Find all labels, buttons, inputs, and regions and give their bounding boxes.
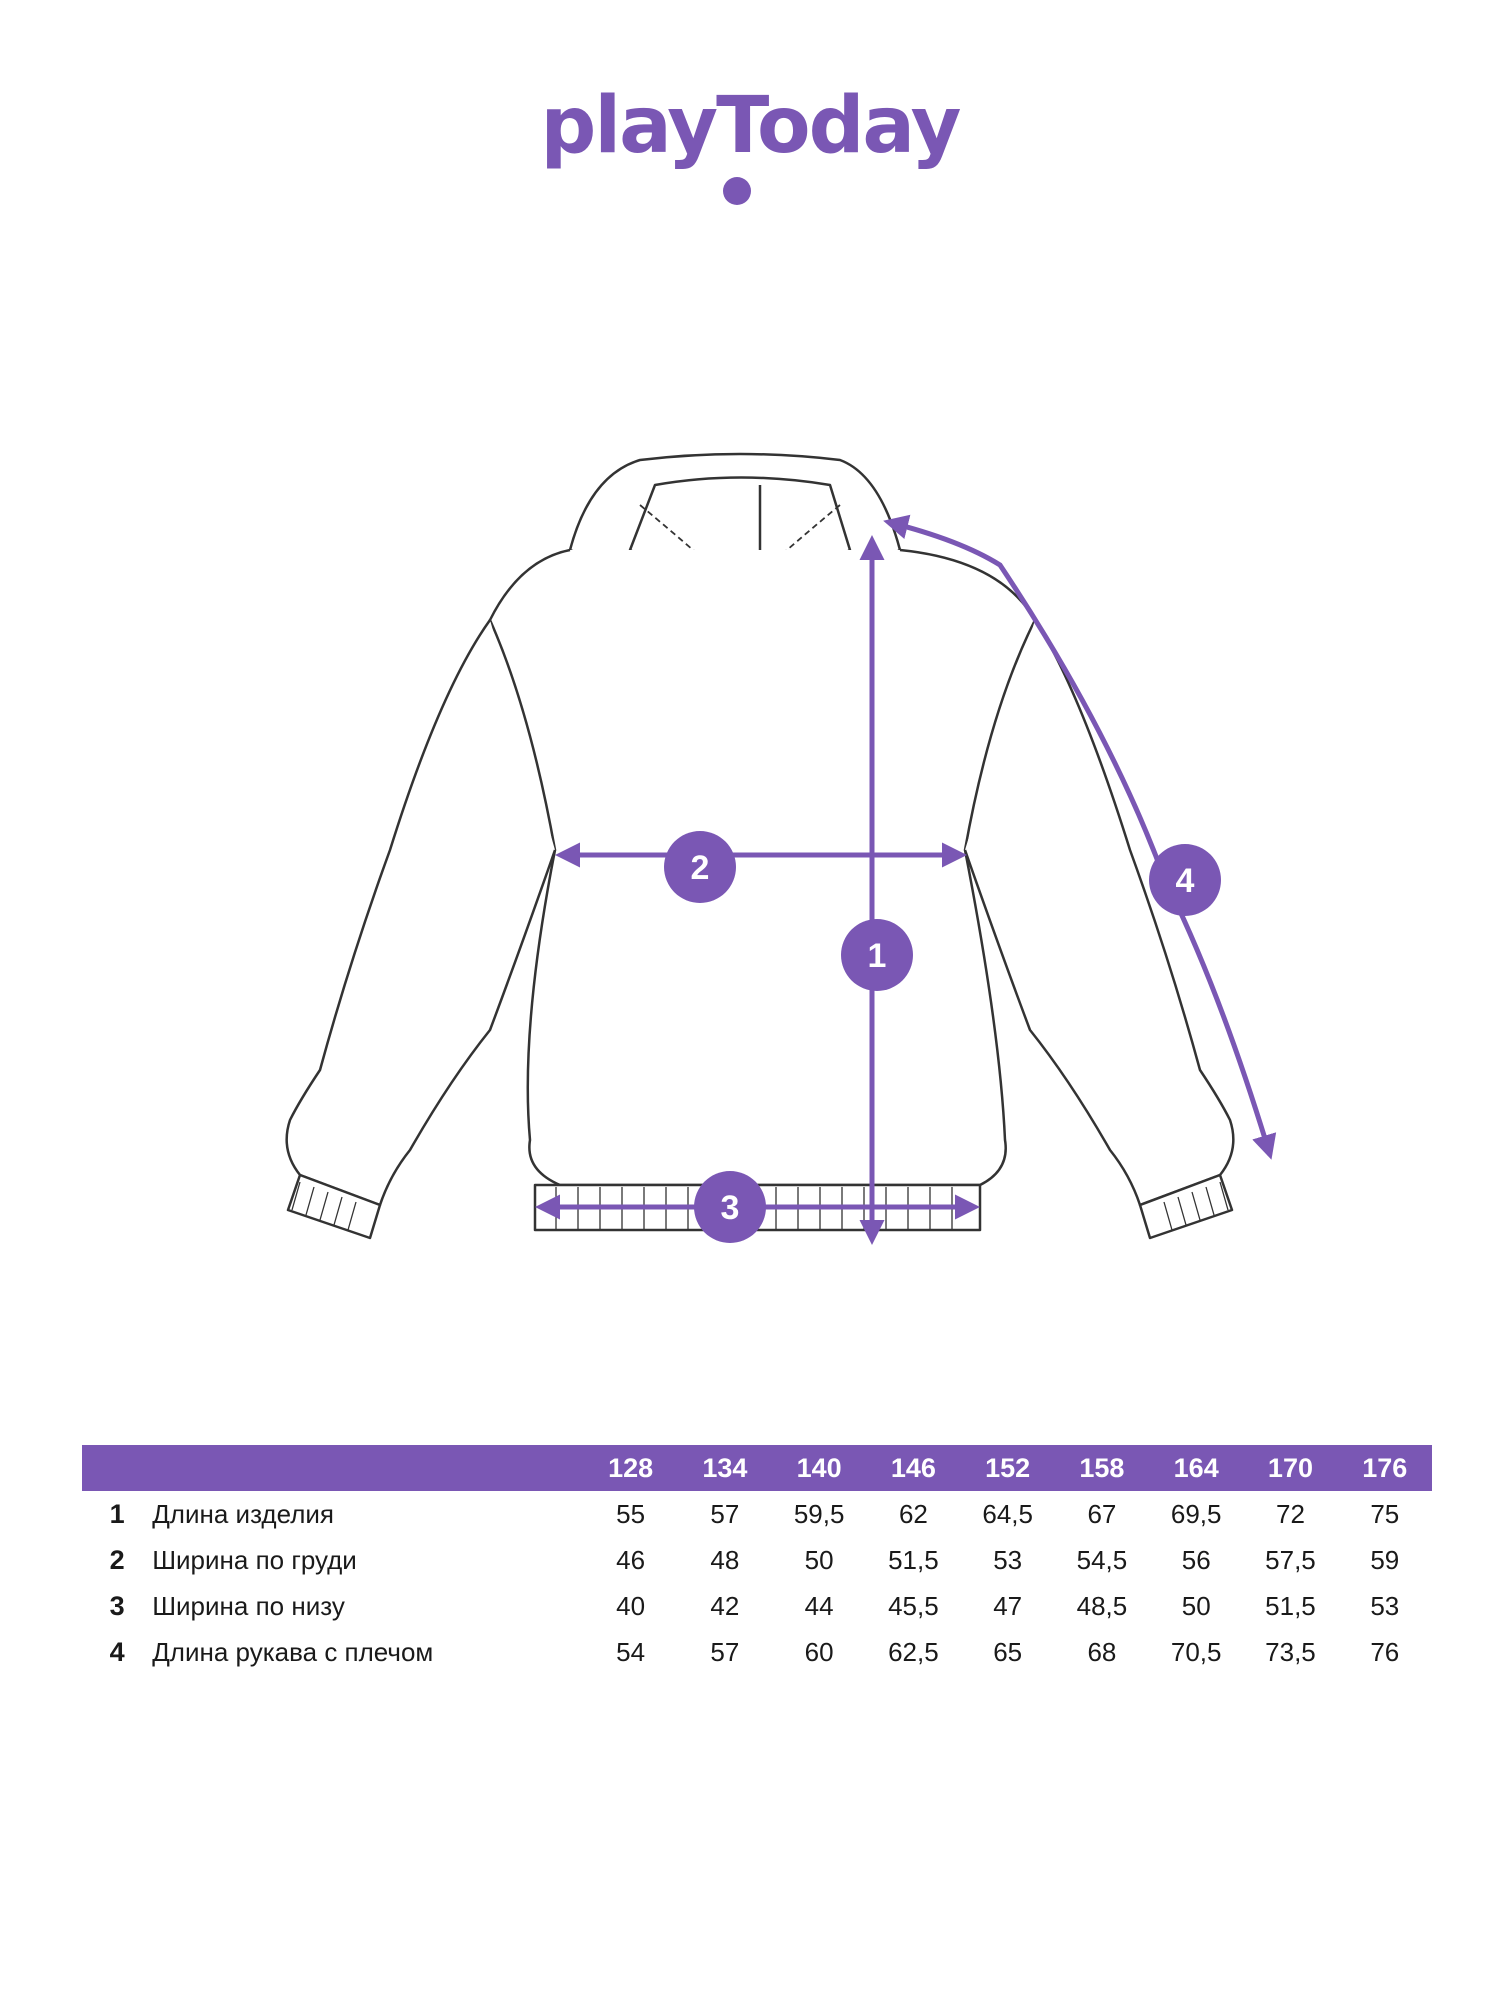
table-cell: 54,5 (1076, 1544, 1128, 1575)
size-header: 134 (677, 1445, 772, 1491)
table-row: 1 Длина изделия 55 57 59,5 62 64,5 67 69… (82, 1491, 1432, 1537)
table-cell: 57,5 (1265, 1544, 1316, 1575)
row-number: 3 (109, 1590, 125, 1621)
table-cell: 62 (898, 1498, 928, 1529)
size-header: 128 (583, 1445, 678, 1491)
table-cell: 57 (710, 1636, 740, 1667)
measure-line-4 (883, 514, 1277, 1160)
table-cell: 40 (616, 1590, 646, 1621)
table-cell: 60 (804, 1636, 834, 1667)
size-header: 140 (772, 1445, 867, 1491)
brand-logo-text: playToday (541, 90, 961, 171)
table-cell: 70,5 (1170, 1636, 1222, 1667)
table-cell: 76 (1370, 1636, 1400, 1667)
row-label: Ширина по груди (152, 1544, 357, 1575)
table-row: 2 Ширина по груди 46 48 50 51,5 53 54,5 … (82, 1537, 1432, 1583)
table-cell: 48 (710, 1544, 740, 1575)
svg-text:4: 4 (1176, 862, 1195, 900)
hoodie-measurement-diagram: 1 2 3 4 (285, 452, 1277, 1245)
marker-1: 1 (841, 919, 913, 991)
table-cell: 46 (616, 1544, 646, 1575)
size-header: 176 (1337, 1445, 1432, 1491)
row-number: 4 (109, 1636, 125, 1667)
marker-4: 4 (1149, 844, 1221, 916)
brand-logo-dot (723, 177, 751, 205)
table-cell: 65 (993, 1636, 1023, 1667)
table-cell: 54 (616, 1636, 646, 1667)
size-header: 158 (1054, 1445, 1150, 1491)
table-cell: 59 (1370, 1544, 1400, 1575)
table-cell: 62,5 (888, 1636, 939, 1667)
svg-text:2: 2 (691, 849, 710, 887)
table-cell: 45,5 (888, 1590, 939, 1621)
table-cell: 42 (710, 1590, 740, 1621)
table-cell: 50 (1181, 1590, 1211, 1621)
table-cell: 50 (804, 1544, 834, 1575)
table-cell: 55 (616, 1498, 646, 1529)
table-cell: 51,5 (888, 1544, 939, 1575)
measurement-lines (535, 514, 1277, 1245)
table-cell: 68 (1087, 1636, 1117, 1667)
table-row: 3 Ширина по низу 40 42 44 45,5 47 48,5 5… (82, 1583, 1432, 1629)
marker-3: 3 (694, 1171, 766, 1243)
table-cell: 69,5 (1170, 1498, 1222, 1529)
table-cell: 75 (1370, 1498, 1400, 1529)
table-cell: 47 (993, 1590, 1023, 1621)
row-number: 2 (109, 1544, 125, 1575)
row-label: Длина рукава с плечом (152, 1636, 434, 1667)
row-label: Длина изделия (152, 1498, 334, 1529)
measurement-markers: 1 2 3 4 (664, 831, 1221, 1243)
table-cell: 57 (710, 1498, 740, 1529)
size-header: 146 (866, 1445, 961, 1491)
table-cell: 59,5 (793, 1498, 845, 1529)
table-cell: 44 (804, 1590, 834, 1621)
svg-text:1: 1 (868, 937, 887, 975)
brand-logo: playToday (541, 90, 963, 205)
svg-text:3: 3 (721, 1189, 740, 1227)
row-number: 1 (109, 1498, 125, 1529)
marker-2: 2 (664, 831, 736, 903)
size-table: 128 134 140 146 152 158 164 170 176 1 Дл… (82, 1445, 1432, 1675)
table-cell: 53 (993, 1544, 1023, 1575)
size-header: 170 (1243, 1445, 1338, 1491)
table-cell: 73,5 (1265, 1636, 1316, 1667)
table-row: 4 Длина рукава с плечом 54 57 60 62,5 65… (82, 1629, 1432, 1675)
row-label: Ширина по низу (152, 1590, 345, 1621)
table-cell: 56 (1181, 1544, 1211, 1575)
size-header-row: 128 134 140 146 152 158 164 170 176 (82, 1445, 1432, 1491)
table-cell: 53 (1370, 1590, 1400, 1621)
table-cell: 67 (1087, 1498, 1117, 1529)
size-header: 152 (960, 1445, 1055, 1491)
table-cell: 51,5 (1265, 1590, 1316, 1621)
table-cell: 72 (1276, 1498, 1305, 1529)
table-cell: 48,5 (1076, 1590, 1128, 1621)
size-header: 164 (1149, 1445, 1244, 1491)
cuff-ribbing (291, 1181, 1229, 1231)
hoodie-outline (285, 452, 1235, 1240)
table-cell: 64,5 (982, 1498, 1033, 1529)
